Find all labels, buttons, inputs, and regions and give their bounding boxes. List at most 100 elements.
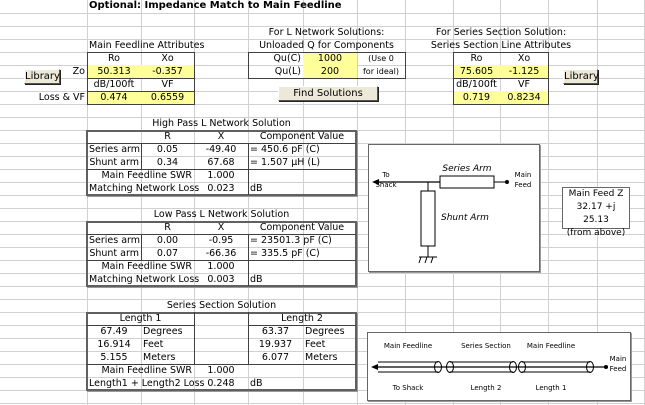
hp-loss-unit: dB <box>250 182 263 194</box>
length1-degrees: 67.49 <box>100 325 128 337</box>
high-pass-title: High Pass L Network Solution <box>152 117 291 129</box>
main-loss-input[interactable]: 0.474 <box>87 90 141 104</box>
series-section-label: Series Section <box>461 342 511 350</box>
length1-meters-unit: Meters <box>143 351 176 363</box>
lp-series-comp: = 23501.3 pF (C) <box>250 234 332 246</box>
to-shack-label: To Shack <box>392 384 425 392</box>
main-feedline-left-label: Main Feedline <box>384 342 432 350</box>
quc-input[interactable]: 1000 <box>303 51 357 65</box>
lp-loss-label: Matching Network Loss <box>89 273 200 285</box>
length1-feet: 16.914 <box>97 338 131 350</box>
series-library-button[interactable]: Library <box>563 69 599 84</box>
series-line-attributes-heading: Series Section Line Attributes <box>430 39 572 51</box>
lp-loss-unit: dB <box>250 273 263 285</box>
lp-series-r: 0.00 <box>156 234 179 246</box>
lp-x-header: X <box>217 221 225 233</box>
main-feed-z-title: Main Feed Z <box>568 189 624 199</box>
l-network-schematic: Series Arm Shunt Arm To Shack Main Feed <box>372 164 531 264</box>
hp-comp-header: Component Value <box>259 130 345 142</box>
length1-degrees-unit: Degrees <box>143 325 183 337</box>
length2-degrees: 63.37 <box>261 325 290 337</box>
gridline <box>0 25 645 27</box>
length1-header: Length 1 <box>119 312 162 324</box>
series-loss-input[interactable]: 0.719 <box>453 90 500 104</box>
hp-shunt-comp: = 1.507 µH (L) <box>250 156 321 168</box>
lp-shunt-x: -66.36 <box>205 247 237 259</box>
hp-shunt-x: 67.68 <box>207 156 235 168</box>
length2-degrees-unit: Degrees <box>305 325 345 337</box>
length2-meters: 6.077 <box>261 351 290 363</box>
hp-series-label: Series arm <box>89 143 141 155</box>
gridline <box>0 350 645 352</box>
series-ro-label: Ro <box>470 52 483 64</box>
hp-x-header: X <box>217 130 225 142</box>
hp-r-header: R <box>164 130 171 142</box>
main-vf-input[interactable]: 0.6559 <box>141 90 194 104</box>
lp-shunt-label: Shunt arm <box>89 247 139 259</box>
unloaded-q-heading: Unloaded Q for Components <box>259 39 394 51</box>
hp-swr-value: 1.000 <box>207 169 235 181</box>
lp-shunt-r: 0.07 <box>156 247 179 259</box>
main-feedline-right-label: Main Feedline <box>527 342 575 350</box>
l-network-diagram: Series Arm Shunt Arm To Shack Main Feed <box>368 144 540 272</box>
length2-label: Length 2 <box>471 384 502 392</box>
series-section-title: Series Section Solution <box>166 299 277 311</box>
gridline <box>548 0 549 405</box>
coax-main-label: Main <box>610 355 627 363</box>
ro-label: Ro <box>108 52 120 64</box>
main-feed-z-value: 32.17 +j 25.13 <box>576 202 616 225</box>
qul-input[interactable]: 200 <box>303 64 357 78</box>
loss-label: dB/100ft <box>93 78 135 90</box>
main-ro-input[interactable]: 50.313 <box>87 64 141 78</box>
gridline <box>303 0 304 405</box>
gridline <box>0 12 645 14</box>
gridline <box>0 116 645 118</box>
coax-schematic: Main Feedline Series Section Main Feedli… <box>371 342 627 392</box>
series-ro-input[interactable]: 75.605 <box>453 64 500 78</box>
ss-swr-label: Main Feedline SWR <box>101 364 192 376</box>
gridline <box>0 337 645 339</box>
series-xo-input[interactable]: -1.125 <box>500 64 548 78</box>
ss-loss-label: Length1 + Length2 Loss <box>89 377 205 389</box>
gridline <box>0 376 645 378</box>
hp-series-r: 0.05 <box>156 143 179 155</box>
gridline <box>141 0 142 405</box>
lp-loss-value: 0.003 <box>207 273 235 285</box>
gridline <box>0 298 645 300</box>
main-xo-input[interactable]: -0.357 <box>141 64 194 78</box>
series-vf-input[interactable]: 0.8234 <box>500 90 548 104</box>
lp-swr-value: 1.000 <box>207 260 235 272</box>
gridline <box>0 402 645 404</box>
lp-series-label: Series arm <box>89 234 141 246</box>
series-vf-label: VF <box>518 78 530 90</box>
coax-feed-label: Feed <box>610 365 627 373</box>
gridline <box>357 0 358 405</box>
xo-label: Xo <box>161 52 174 64</box>
gridline <box>0 38 645 40</box>
low-pass-title: Low Pass L Network Solution <box>153 208 290 220</box>
coax-diagram: Main Feedline Series Section Main Feedli… <box>367 332 631 401</box>
ss-loss-value: 0.248 <box>207 377 235 389</box>
series-arm-resistor <box>439 175 495 189</box>
gridline <box>248 0 249 405</box>
length2-header: Length 2 <box>281 312 323 324</box>
gridline <box>0 155 645 157</box>
quc-label: Qu(C) <box>273 52 301 64</box>
lp-r-header: R <box>164 221 171 233</box>
series-xo-label: Xo <box>517 52 531 64</box>
lp-swr-label: Main Feedline SWR <box>101 260 192 272</box>
gridline <box>0 207 645 209</box>
series-section-heading: For Series Section Solution: <box>435 26 567 38</box>
shunt-arm-resistor <box>420 190 436 247</box>
qul-label: Qu(L) <box>274 65 301 77</box>
main-feedline-heading: Main Feedline Attributes <box>89 39 205 51</box>
find-solutions-button[interactable]: Find Solutions <box>278 86 378 101</box>
main-feed-z-box: Main Feed Z 32.17 +j 25.13 (from above) <box>562 187 630 238</box>
hp-series-x: -49.40 <box>205 143 237 155</box>
hp-loss-value: 0.023 <box>207 182 235 194</box>
length1-label: Length 1 <box>536 384 567 392</box>
gridline <box>0 272 645 274</box>
main-library-button[interactable]: Library <box>24 69 60 84</box>
hp-loss-label: Matching Network Loss <box>89 182 200 194</box>
length1-feet-unit: Feet <box>143 338 164 350</box>
